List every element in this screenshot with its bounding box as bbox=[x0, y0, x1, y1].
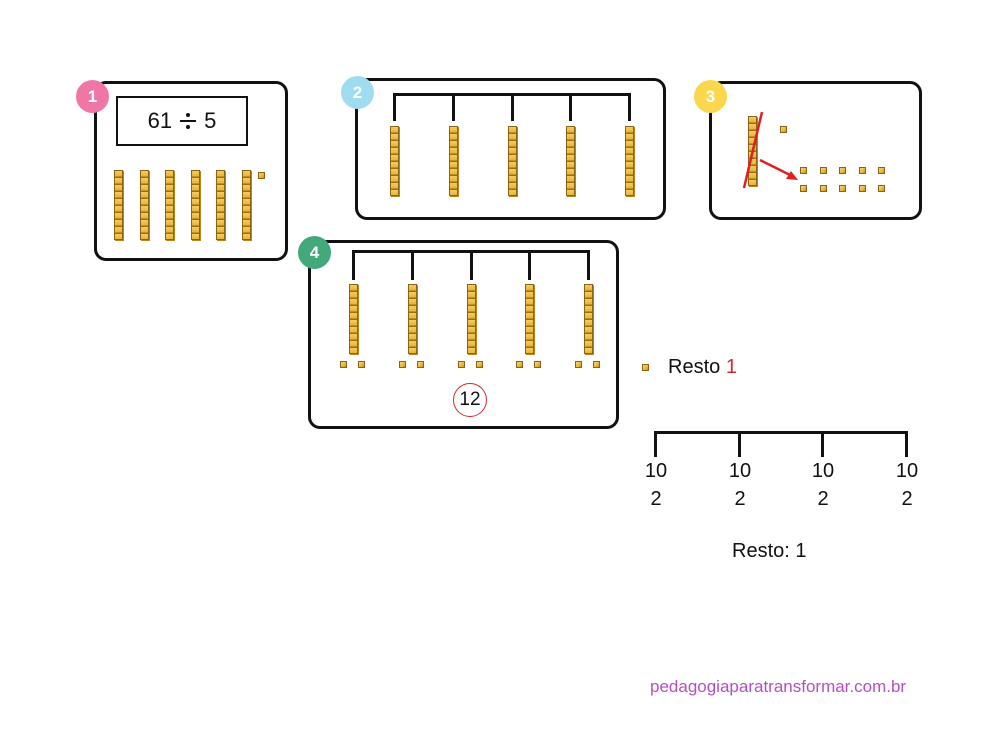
fork-leg bbox=[511, 93, 514, 121]
unit-cube bbox=[458, 361, 465, 368]
exchanged-unit-cube bbox=[819, 185, 827, 192]
website-url: pedagogiaparatransformar.com.br bbox=[650, 677, 907, 696]
ten-rod bbox=[139, 170, 149, 240]
step-4-fork bbox=[352, 250, 590, 280]
fork-leg bbox=[587, 250, 590, 280]
crossed-rod-strike bbox=[742, 111, 764, 189]
ten-rod bbox=[525, 284, 534, 354]
exchanged-unit-cube bbox=[800, 185, 807, 192]
exchanged-unit-cube bbox=[819, 167, 827, 174]
tree-units-value: 2 bbox=[650, 488, 662, 510]
quotient-value: 12 bbox=[459, 389, 481, 410]
step-4-badge: 4 bbox=[298, 236, 331, 269]
exchanged-unit-cube bbox=[839, 167, 846, 174]
ten-rod bbox=[449, 126, 458, 196]
ten-rod bbox=[467, 284, 476, 354]
tree-tens-value: 10 bbox=[644, 460, 668, 482]
fork-leg bbox=[905, 431, 908, 457]
tree-units-value: 2 bbox=[817, 488, 829, 510]
unit-cube bbox=[417, 361, 424, 368]
tree-tens-value: 10 bbox=[728, 460, 752, 482]
remainder-value: 1 bbox=[725, 356, 737, 378]
ten-rod bbox=[390, 126, 399, 196]
tree-fork bbox=[654, 431, 908, 457]
dividend: 61 bbox=[147, 108, 173, 133]
unit-cube bbox=[258, 172, 265, 179]
fork-leg bbox=[654, 431, 657, 457]
ten-rod bbox=[114, 170, 123, 240]
fork-leg bbox=[738, 431, 741, 457]
ten-rod bbox=[566, 126, 575, 196]
unit-cube bbox=[575, 361, 582, 368]
tree-tens-value: 10 bbox=[895, 460, 919, 482]
remainder-cube-icon bbox=[642, 364, 649, 371]
fork-leg bbox=[569, 93, 572, 121]
remainder-label: Resto 1 bbox=[668, 356, 737, 379]
exchanged-unit-cube bbox=[839, 185, 846, 192]
exchanged-unit-cube bbox=[858, 185, 866, 192]
fork-leg bbox=[393, 93, 396, 121]
arrow-head-icon bbox=[786, 171, 798, 180]
division-sign-icon bbox=[180, 111, 197, 131]
ten-rod bbox=[190, 170, 200, 240]
fork-leg bbox=[352, 250, 355, 280]
exchanged-unit-cube bbox=[878, 185, 885, 192]
exchanged-unit-cube bbox=[800, 167, 807, 174]
unit-cube bbox=[516, 361, 523, 368]
ten-rod bbox=[165, 170, 174, 240]
arrow-shaft bbox=[759, 158, 793, 178]
fork-leg bbox=[628, 93, 631, 121]
unit-cube bbox=[780, 126, 787, 133]
step-3-badge: 3 bbox=[694, 80, 727, 113]
ten-rod bbox=[584, 284, 593, 354]
ten-rod bbox=[408, 284, 417, 354]
unit-cube bbox=[340, 361, 347, 368]
step-2-badge: 2 bbox=[341, 76, 374, 109]
step-1-badge: 1 bbox=[76, 80, 109, 113]
ten-rod bbox=[241, 170, 251, 240]
unit-cube bbox=[476, 361, 483, 368]
fork-leg bbox=[528, 250, 531, 280]
fork-leg bbox=[452, 93, 455, 121]
ten-rod bbox=[216, 170, 225, 240]
ten-rod bbox=[625, 126, 634, 196]
step-3-panel bbox=[709, 81, 922, 220]
fork-leg bbox=[821, 431, 824, 457]
tree-tens-value: 10 bbox=[811, 460, 835, 482]
unit-cube bbox=[399, 361, 406, 368]
unit-cube bbox=[534, 361, 541, 368]
fork-leg bbox=[470, 250, 473, 280]
step-2-fork bbox=[393, 93, 631, 121]
ten-rod bbox=[508, 126, 517, 196]
quotient-circle: 12 bbox=[453, 383, 487, 417]
unit-cube bbox=[358, 361, 365, 368]
unit-cube bbox=[593, 361, 600, 368]
fork-leg bbox=[411, 250, 414, 280]
equation-box: 61 5 bbox=[116, 96, 248, 146]
exchanged-unit-cube bbox=[858, 167, 866, 174]
ten-rod bbox=[349, 284, 358, 354]
exchanged-unit-cube bbox=[878, 167, 885, 174]
tree-units-value: 2 bbox=[734, 488, 746, 510]
remainder-word: Resto bbox=[668, 356, 721, 378]
tree-units-value: 2 bbox=[901, 488, 913, 510]
divisor: 5 bbox=[204, 108, 217, 133]
tree-remainder-text: Resto: 1 bbox=[732, 540, 807, 562]
